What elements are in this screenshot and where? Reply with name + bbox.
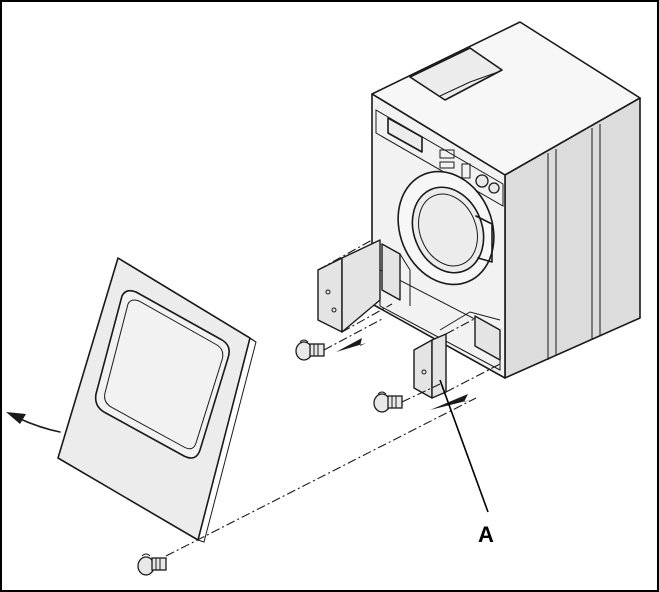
callout-label-a: A: [478, 522, 494, 547]
direction-arrow-lower-icon: [430, 394, 470, 410]
control-knob-icon: [488, 182, 500, 194]
screw-middle-icon: [373, 391, 403, 413]
direction-arrow-upper-icon: [336, 338, 366, 352]
callout-leader-line: [439, 379, 489, 513]
door-handle: [475, 215, 493, 263]
washing-machine-cabinet: [371, 21, 641, 379]
screw-upper-icon: [295, 339, 325, 361]
screw-lower-icon: [137, 553, 167, 576]
mounting-bracket-left: [317, 239, 393, 333]
display-window: [387, 117, 423, 153]
mounting-bracket-a: [413, 317, 501, 399]
control-knob-icon: [475, 174, 489, 188]
dispenser-lid: [409, 47, 503, 101]
removal-arrow-icon: [6, 412, 61, 433]
removed-front-panel: [57, 257, 257, 543]
